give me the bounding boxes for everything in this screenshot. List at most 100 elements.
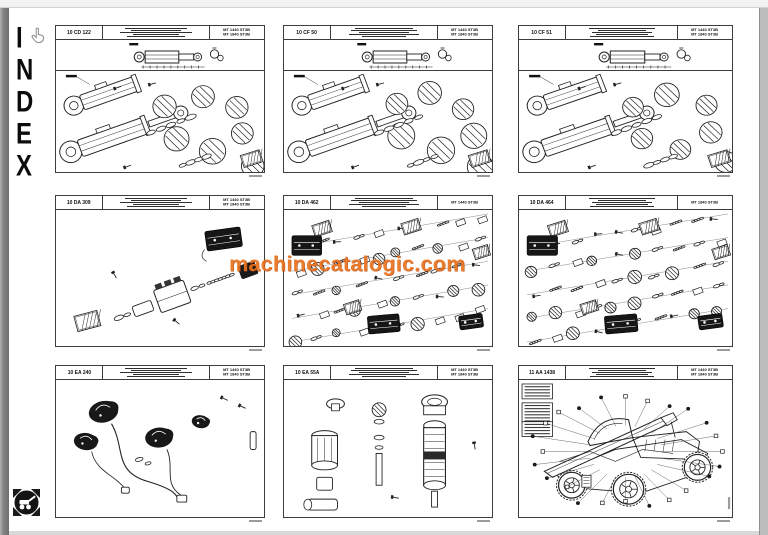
model-reference: MT 1840 ST3B — [691, 32, 719, 37]
description-micro-line — [131, 200, 181, 201]
description-micro-line — [588, 28, 655, 29]
panel-code: 10 DA 309 — [67, 199, 91, 206]
panel-description-lines — [566, 196, 677, 209]
model-reference: MT 1440 ST3B — [451, 200, 479, 205]
description-micro-line — [597, 370, 646, 371]
description-micro-line — [359, 372, 409, 373]
panel-page-ref — [249, 519, 262, 522]
description-micro-line — [349, 204, 419, 205]
index-letter: I — [16, 19, 23, 55]
catalogue-page-thumbnail[interactable]: 10 DA 462 MT 1440 ST3B — [283, 195, 493, 351]
exploded-view-diagram — [522, 73, 732, 172]
description-micro-line — [362, 376, 406, 377]
panel-code-box: 10 CD 122 — [56, 26, 103, 39]
description-micro-line — [355, 28, 413, 29]
viewer-right-scrollbar[interactable] — [759, 8, 768, 535]
panel-page-ref — [249, 348, 262, 351]
panel-diagram — [56, 380, 264, 517]
model-reference: MT 1440 ST3B — [691, 28, 719, 33]
model-reference: MT 1440 ST3B — [223, 198, 251, 203]
panel-page-ref — [717, 519, 730, 522]
description-micro-line — [349, 374, 419, 375]
index-letter: E — [16, 115, 32, 151]
panel-description-lines — [331, 196, 437, 209]
viewer-top-edge — [0, 0, 768, 8]
panel-header: 10 DA 464 MT 1840 ST3B — [519, 196, 732, 210]
index-letter: X — [16, 147, 32, 183]
panel-diagram — [56, 71, 264, 172]
viewer-bottom-edge — [9, 531, 759, 535]
model-reference: MT 1840 ST3B — [223, 32, 251, 37]
model-reference: MT 1440 ST3B — [223, 28, 251, 33]
model-reference: MT 1840 ST3B — [451, 372, 479, 377]
exploded-view-diagram — [73, 226, 259, 333]
index-letter: N — [16, 51, 34, 87]
hand-cursor-icon — [31, 27, 45, 44]
exploded-view-diagram — [288, 213, 492, 346]
exploded-view-diagram — [303, 394, 476, 511]
panel-model-box: MT 1840 ST3B — [677, 196, 732, 209]
panel-page-ref — [717, 348, 730, 351]
description-micro-line — [589, 206, 654, 207]
index-letter: D — [16, 83, 34, 119]
panel-code-box: 11 AA 1438 — [519, 366, 566, 379]
description-micro-line — [120, 32, 192, 33]
description-micro-line — [359, 202, 409, 203]
description-micro-line — [362, 206, 406, 207]
panel-diagram — [284, 210, 492, 346]
model-reference: MT 1440 ST3B — [451, 368, 479, 373]
description-micro-line — [591, 372, 652, 373]
panel-code: 10 CF 51 — [531, 29, 553, 36]
description-micro-line — [349, 34, 419, 35]
description-micro-line — [595, 34, 648, 35]
panel-diagram — [519, 380, 732, 517]
panel-diagram — [284, 380, 492, 517]
panel-code: 10 EA 55A — [294, 369, 320, 376]
catalogue-page-thumbnail[interactable]: 10 DA 464 MT 1840 ST3B — [518, 195, 733, 351]
description-micro-line — [595, 204, 648, 205]
description-micro-line — [133, 374, 179, 375]
description-micro-line — [589, 376, 654, 377]
panel-overview-band — [519, 40, 732, 71]
model-reference: MT 1440 ST3B — [451, 28, 479, 33]
description-micro-line — [595, 374, 648, 375]
panel-page-ref — [477, 174, 490, 177]
viewer-left-edge — [0, 8, 9, 535]
description-micro-line — [120, 372, 192, 373]
panel-description-lines — [331, 26, 437, 39]
description-micro-line — [127, 36, 185, 37]
description-micro-line — [355, 198, 413, 199]
description-micro-line — [127, 376, 185, 377]
assembly-overview-drawing — [129, 43, 224, 69]
description-micro-line — [597, 30, 646, 31]
panel-diagram — [284, 71, 492, 172]
panel-description-lines — [103, 366, 209, 379]
model-reference: MT 1840 ST3B — [223, 372, 251, 377]
description-micro-line — [588, 198, 655, 199]
panel-code: 10 DA 462 — [295, 199, 319, 206]
description-micro-line — [591, 202, 652, 203]
panel-code: 10 DA 464 — [530, 199, 554, 206]
description-micro-line — [125, 28, 187, 29]
exploded-view-diagram — [73, 395, 257, 503]
